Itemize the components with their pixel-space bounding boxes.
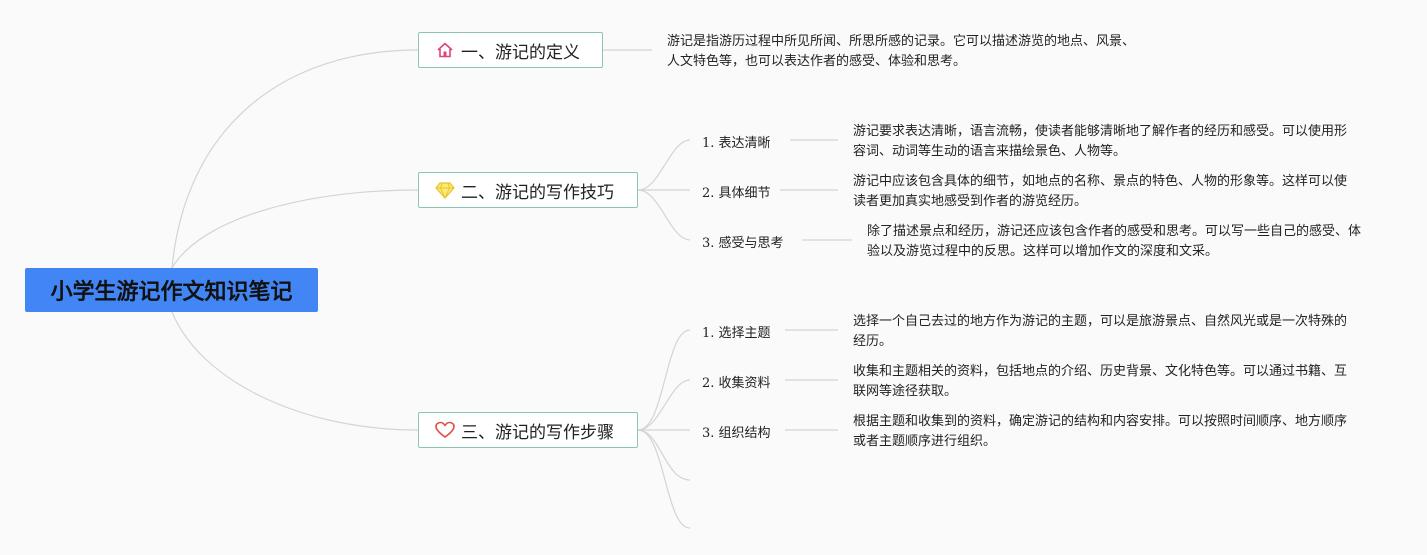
branch-definition[interactable]: 一、游记的定义 [418, 32, 603, 68]
connector-root-branch-2 [171, 189, 419, 269]
connector-branch-3-empty-1 [637, 429, 691, 481]
technique-details-description: 游记中应该包含具体的细节，如地点的名称、景点的特色、人物的形象等。这样可以使读者… [853, 174, 1348, 209]
branch-label: 三、游记的写作步骤 [461, 422, 614, 443]
step-item-choose-theme[interactable]: 1. 选择主题 [702, 326, 771, 341]
diamond-icon [435, 180, 455, 200]
connector-branch-3-empty-2 [637, 429, 691, 529]
connector-branch-3-item-1 [637, 329, 691, 431]
definition-description: 游记是指游历过程中所见所闻、所思所感的记录。它可以描述游览的地点、风景、人文特色… [667, 34, 1136, 69]
technique-item-clarity[interactable]: 1. 表达清晰 [702, 136, 771, 151]
step-collect-materials-description: 收集和主题相关的资料，包括地点的介绍、历史背景、文化特色等。可以通过书籍、互联网… [853, 364, 1348, 399]
root-node[interactable]: 小学生游记作文知识笔记 [25, 268, 318, 312]
heart-icon [435, 420, 455, 440]
connector-branch-2-item-1 [637, 139, 691, 191]
branch-label: 一、游记的定义 [461, 42, 580, 63]
step-choose-theme-description: 选择一个自己去过的地方作为游记的主题，可以是旅游景点、自然风光或是一次特殊的经历… [853, 314, 1348, 349]
connector-root-branch-3 [171, 311, 419, 431]
step-item-collect-materials[interactable]: 2. 收集资料 [702, 376, 771, 391]
technique-reflection-description: 除了描述景点和经历，游记还应该包含作者的感受和思考。可以写一些自己的感受、体验以… [867, 224, 1362, 259]
technique-item-details[interactable]: 2. 具体细节 [702, 186, 771, 201]
technique-item-reflection[interactable]: 3. 感受与思考 [702, 236, 784, 251]
root-title: 小学生游记作文知识笔记 [50, 280, 293, 305]
home-icon [435, 40, 455, 60]
connector-root-branch-1 [171, 49, 419, 269]
technique-clarity-description: 游记要求表达清晰，语言流畅，使读者能够清晰地了解作者的经历和感受。可以使用形容词… [853, 124, 1348, 159]
branch-writing-techniques[interactable]: 二、游记的写作技巧 [418, 172, 638, 208]
step-item-organize-structure[interactable]: 3. 组织结构 [702, 426, 771, 441]
connector-branch-3-item-2 [637, 379, 691, 431]
branch-writing-steps[interactable]: 三、游记的写作步骤 [418, 412, 638, 448]
branch-label: 二、游记的写作技巧 [461, 182, 614, 203]
step-organize-structure-description: 根据主题和收集到的资料，确定游记的结构和内容安排。可以按照时间顺序、地方顺序或者… [853, 414, 1348, 449]
connector-branch-2-item-3 [637, 189, 691, 241]
